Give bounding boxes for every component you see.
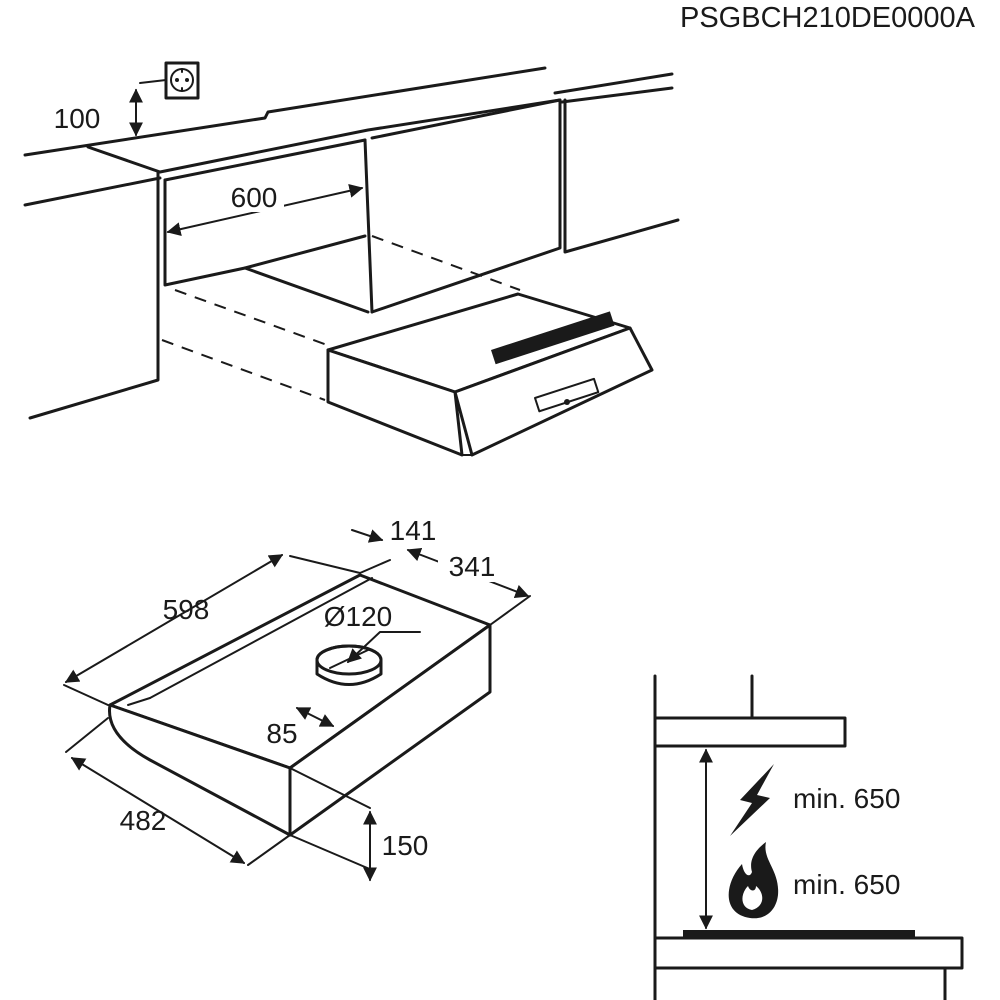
width-label: 482 — [120, 805, 167, 836]
outlet-diameter-label: Ø120 — [324, 601, 393, 632]
model-code: PSGBCH210DE0000A — [680, 2, 976, 34]
length-label: 598 — [163, 594, 210, 625]
outlet-offset-label: 85 — [266, 718, 297, 749]
height-label: 150 — [382, 830, 429, 861]
depth-top-label: 141 — [390, 515, 437, 546]
hood-small — [326, 292, 654, 457]
socket-height-label: 100 — [54, 103, 101, 134]
flame-icon — [728, 842, 779, 919]
clearance-diagram: min. 650 min. 650 — [653, 674, 964, 1000]
installation-scene: 600 100 — [23, 61, 680, 457]
cabinet-width-label: 600 — [231, 182, 278, 213]
depth-total-label: 341 — [449, 551, 496, 582]
outlet-ring — [315, 644, 383, 686]
lightning-icon — [730, 764, 774, 836]
gas-clearance-label: min. 650 — [793, 869, 900, 900]
hood-dimension-drawing: 598 141 341 Ø120 85 482 150 — [63, 515, 531, 882]
socket-icon — [164, 61, 200, 100]
electric-clearance-label: min. 650 — [793, 783, 900, 814]
